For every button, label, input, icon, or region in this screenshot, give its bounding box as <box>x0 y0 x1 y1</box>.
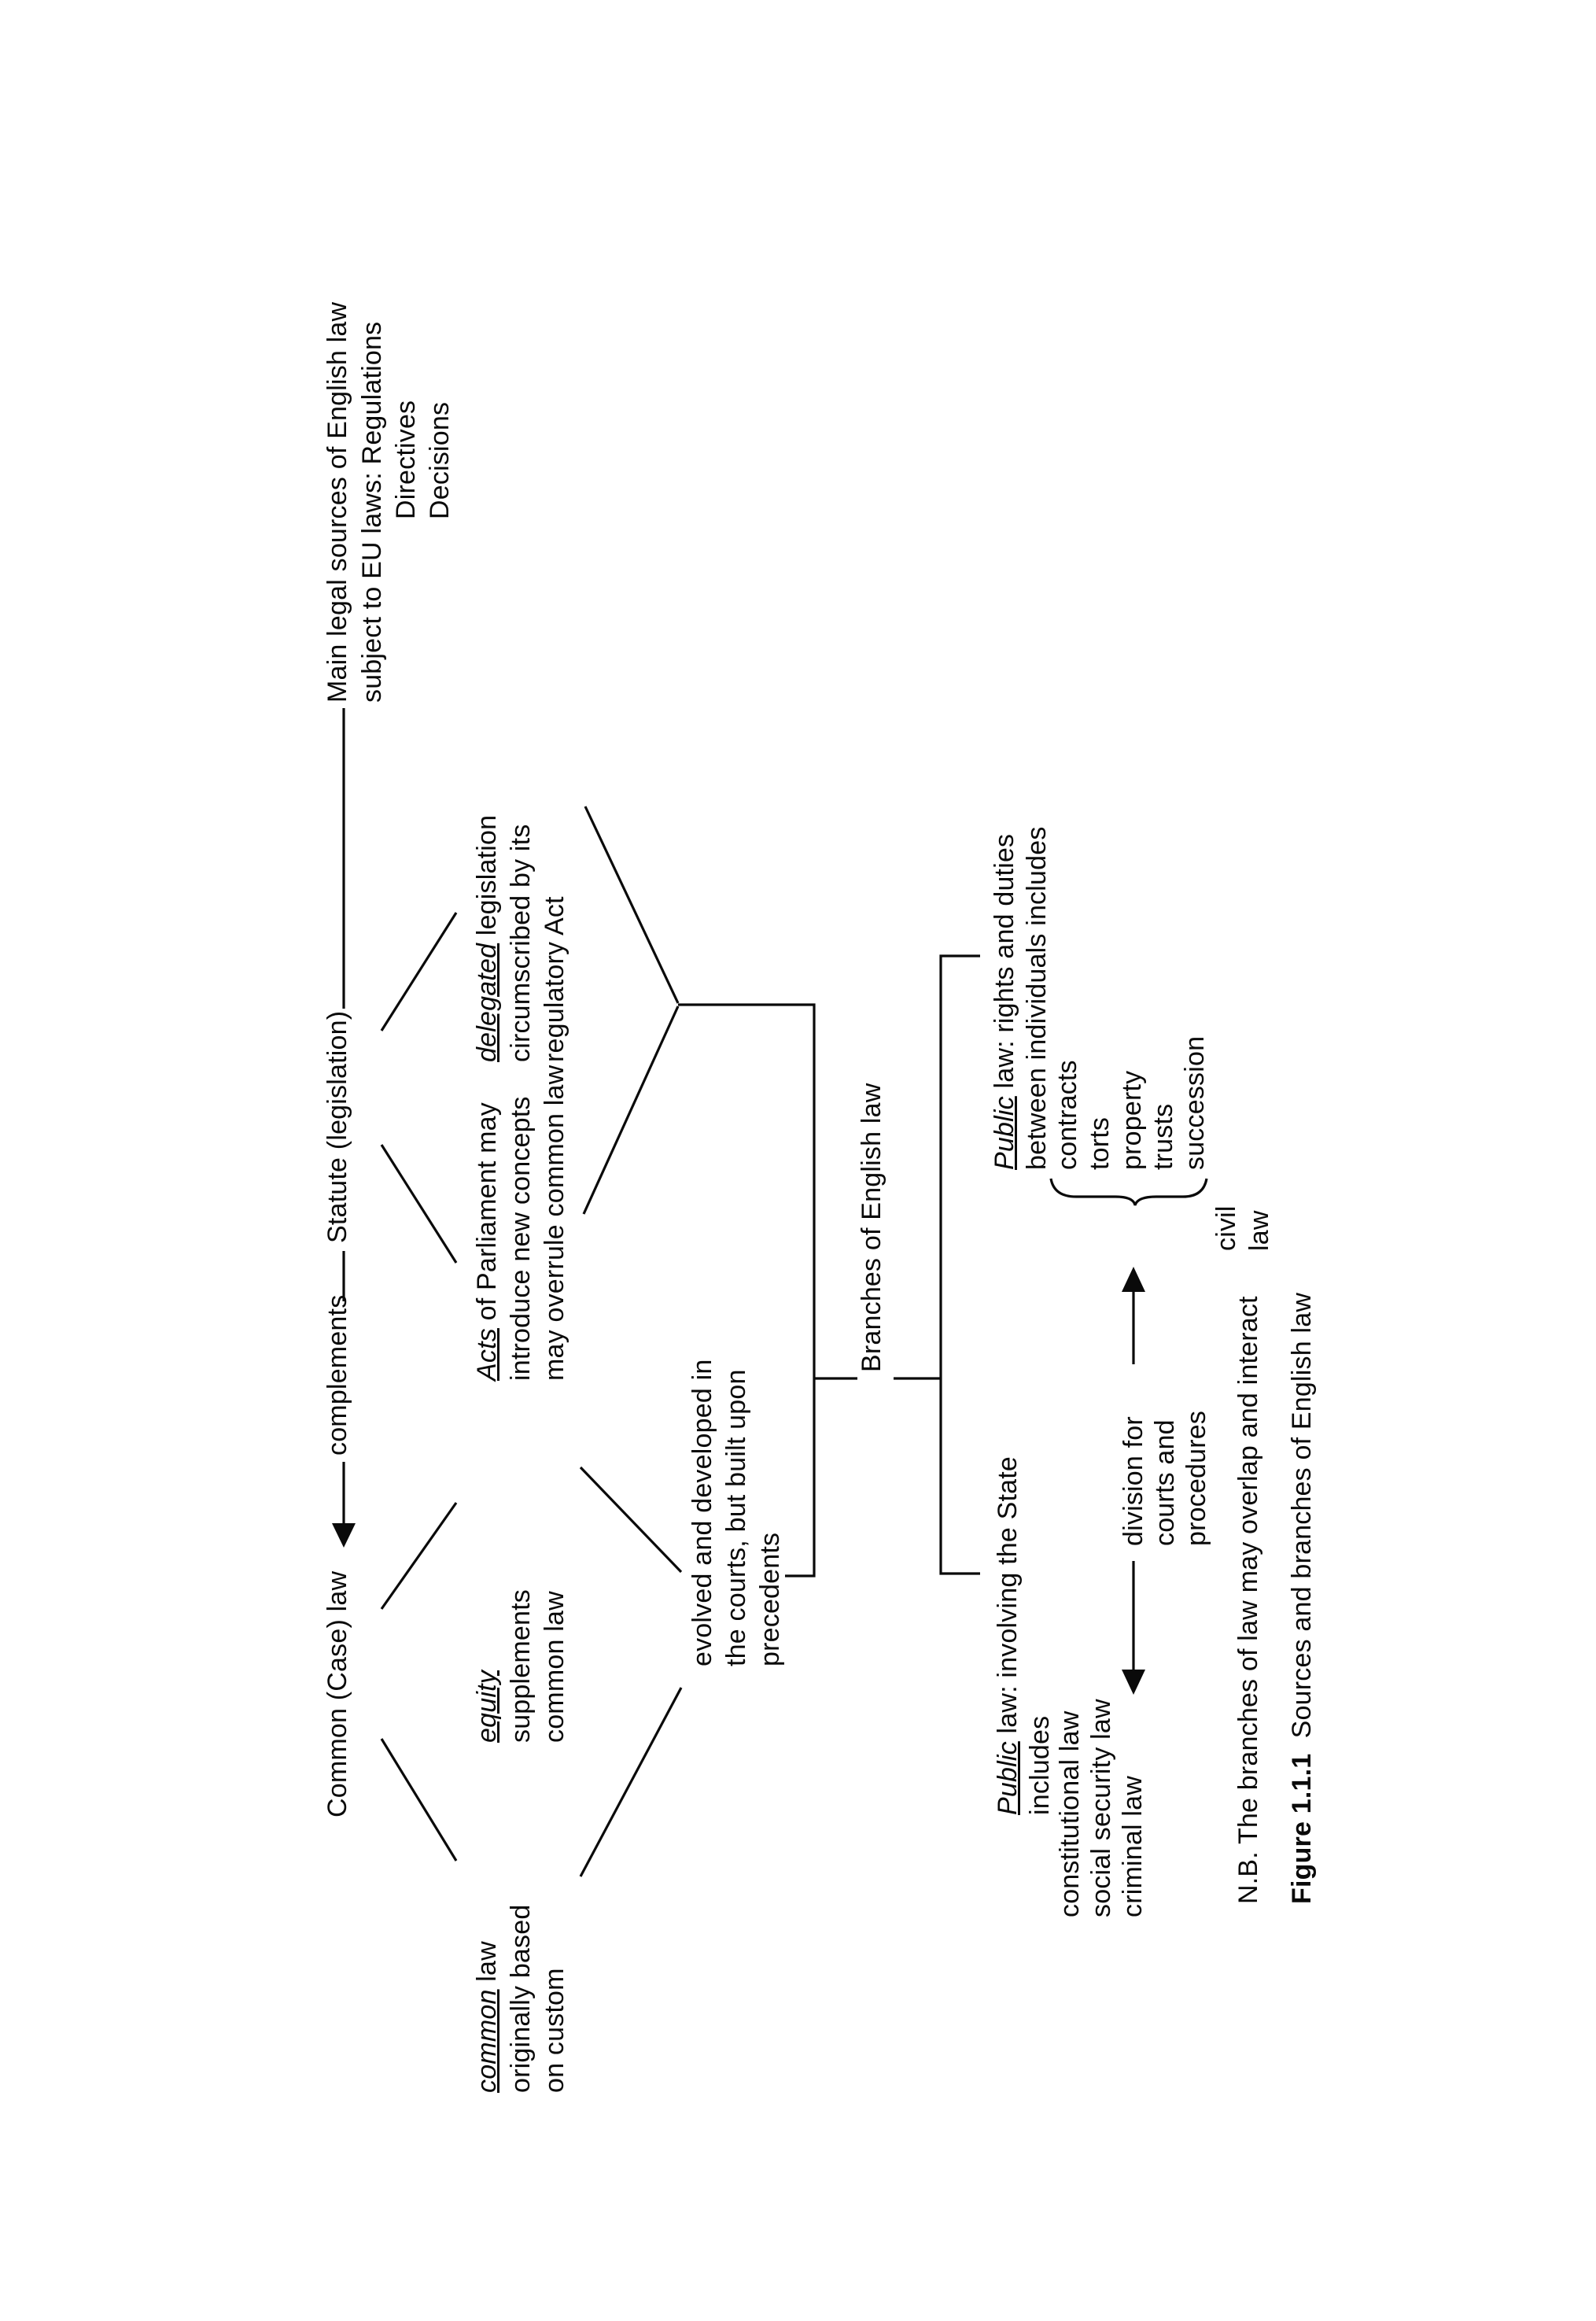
delegated-block-line1: delegated legislation <box>472 815 502 1062</box>
individuals-item-trusts: trusts <box>1148 1103 1178 1170</box>
public-state-heading: Public law: involving the State <box>993 1456 1023 1815</box>
delegated-block-line3: regulatory Act <box>540 896 569 1062</box>
evolved-note-line3: precedents <box>755 1532 785 1666</box>
individuals-lead-rest: law: rights and duties <box>990 833 1019 1097</box>
division-label-line2: courts and <box>1150 1419 1180 1546</box>
statute-label: Statute (legislation) <box>323 1010 352 1243</box>
eu-sources-line1: Main legal sources of English law <box>323 301 352 703</box>
statute-to-acts-diagonal <box>380 1144 458 1264</box>
individuals-item-torts: torts <box>1085 1116 1115 1170</box>
civil-law-brace <box>1049 1178 1208 1206</box>
junction-spine <box>678 1003 816 1577</box>
arrowhead-to-common-law-icon <box>332 1523 356 1548</box>
common-law-block-line3: on custom <box>540 1968 569 2093</box>
individuals-item-contracts: contracts <box>1052 1060 1082 1170</box>
common-law-lead: common <box>472 1989 502 2093</box>
evolved-note-line1: evolved and developed in <box>687 1359 717 1666</box>
common-law-lead-rest: law <box>472 1941 502 1990</box>
individuals-lead: Public <box>990 1096 1019 1170</box>
division-label-line3: procedures <box>1181 1410 1211 1546</box>
statute-to-delegated-diagonal <box>380 912 458 1031</box>
individuals-line2: between individuals includes <box>1022 826 1052 1170</box>
delegated-lead-rest: legislation <box>472 814 502 943</box>
acts-block-line1: Acts of Parliament may <box>472 1102 502 1381</box>
delegated-lead: delegated <box>472 943 502 1062</box>
acts-lead-rest: of Parliament may <box>472 1102 502 1329</box>
public-state-item-social-security: social security law <box>1086 1699 1116 1917</box>
individuals-item-succession: succession <box>1180 1035 1210 1170</box>
figure-caption-title: Sources and branches of English law <box>1287 1292 1317 1754</box>
eu-sources-line4: Decisions <box>425 401 455 519</box>
civil-law-line2: law <box>1244 1210 1274 1251</box>
acts-block-line3: may overrule common law <box>540 1065 569 1381</box>
commonlaw-to-evolved-diagonal <box>579 1687 683 1877</box>
division-label-line1: division for <box>1119 1416 1148 1546</box>
equity-block-line1: equity <box>472 1670 502 1743</box>
arrowhead-division-right-icon <box>1122 1267 1145 1292</box>
eu-sources-line3: Directives <box>391 400 421 519</box>
common-to-commonlaw-diagonal <box>380 1738 458 1862</box>
common-law-block-line1: common law <box>472 1941 502 2093</box>
branches-of-english-law-label: Branches of English law <box>857 1083 886 1372</box>
equity-lead: equity <box>472 1670 502 1743</box>
common-law-block-line2: originally based <box>506 1904 536 2093</box>
individuals-item-property: property <box>1117 1070 1147 1170</box>
acts-to-junction-diagonal <box>582 1006 680 1215</box>
equity-block-line3: common law <box>540 1591 569 1743</box>
figure-caption: Figure 1.1.1 Sources and branches of Eng… <box>1287 1293 1317 1904</box>
public-state-lead: Public <box>993 1741 1023 1815</box>
delegated-to-junction-diagonal <box>584 806 680 1004</box>
eu-sources-line2: subject to EU laws: Regulations <box>357 321 387 703</box>
equity-block-line2: supplements <box>506 1589 536 1743</box>
common-case-law-label: Common (Case) law <box>323 1570 352 1817</box>
complements-label: complements <box>323 1294 352 1456</box>
public-state-item-criminal: criminal law <box>1118 1776 1148 1917</box>
acts-lead: Acts <box>472 1328 502 1381</box>
acts-block-line2: introduce new concepts <box>506 1096 536 1381</box>
arrowhead-division-left-icon <box>1122 1670 1145 1695</box>
equity-to-evolved-diagonal <box>579 1466 683 1574</box>
delegated-block-line2: circumscribed by its <box>506 824 536 1062</box>
nb-note: N.B. The branches of law may overlap and… <box>1233 1296 1263 1904</box>
branches-bracket <box>939 954 980 1575</box>
public-state-lead-rest: law: involving the State <box>993 1456 1023 1742</box>
figure-caption-number: Figure 1.1.1 <box>1287 1753 1317 1904</box>
civil-law-line1: civil <box>1211 1205 1241 1251</box>
common-to-equity-diagonal <box>380 1502 458 1610</box>
public-state-line2: includes <box>1025 1715 1055 1815</box>
individuals-heading: Public law: rights and duties <box>990 834 1019 1170</box>
public-state-item-constitutional: constitutional law <box>1055 1710 1085 1917</box>
evolved-note-line2: the courts, but built upon <box>721 1369 751 1666</box>
